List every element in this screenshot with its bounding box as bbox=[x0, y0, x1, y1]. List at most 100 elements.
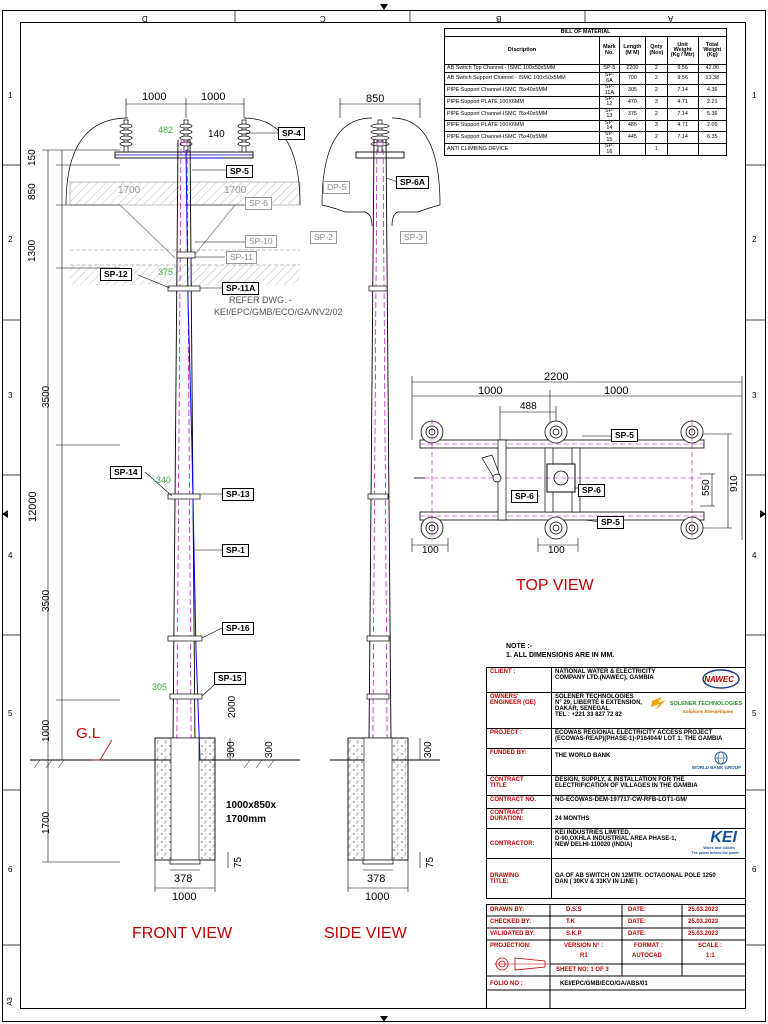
bom-cell: PIPE Support PLATE 100X6MM bbox=[444, 119, 600, 133]
tb-validated-key: VALIDATED BY: bbox=[490, 931, 535, 937]
tb-contract-no-value: NG-ECOWAS-DEM-197717-CW-RFB-LOT1-GM/ bbox=[551, 795, 746, 809]
front-dim-1000: 1000 bbox=[41, 719, 52, 742]
bom-cell: 13.38 bbox=[697, 72, 727, 86]
bom-cell: 445 bbox=[618, 131, 647, 145]
tb-date-3: 25.03.2023 bbox=[688, 931, 719, 937]
tb-contractor-line3: NEW DELHI-110020 (INDIA) bbox=[555, 842, 633, 848]
bom-cell: 3 bbox=[645, 119, 668, 133]
tb-contract-no-key: CONTRACT NO. bbox=[486, 795, 552, 809]
tb-funded-value: THE WORLD BANK WORLD BANK GROUP bbox=[551, 748, 746, 776]
tb-client-value: NATIONAL WATER & ELECTRICITY COMPANY LTD… bbox=[551, 667, 746, 693]
bom-cell bbox=[618, 143, 647, 157]
tb-dt-line2: DAN ( 30KV & 33KV IN LINE ) bbox=[555, 878, 638, 885]
bom-cell: PIPE Support Channel-ISMC 75x40x5MM bbox=[444, 107, 600, 121]
foundation-size-2: 1700mm bbox=[226, 814, 267, 825]
note-head: NOTE :- bbox=[506, 643, 533, 650]
top-dim-100-mid: 100 bbox=[548, 545, 565, 556]
label-sp10-ghost: SP-10 bbox=[245, 235, 277, 249]
bom-header-description: Discription bbox=[444, 36, 600, 66]
bom-cell: SP-11A bbox=[599, 84, 620, 97]
tb-ct-key1: CONTRACT bbox=[490, 777, 524, 783]
front-dim-3500a: 3500 bbox=[41, 385, 52, 408]
top-view-caption: TOP VIEW bbox=[516, 577, 594, 594]
side-dim-1000: 1000 bbox=[365, 891, 390, 903]
tb-project-line1: ECOWAS REGIONAL ELECTRICITY ACCESS PROJE… bbox=[555, 730, 713, 736]
bom-cell: 7.14 bbox=[666, 131, 699, 145]
tb-project-key: PROJECT : bbox=[486, 728, 552, 749]
refer-dwg-1: REFER DWG. - bbox=[229, 295, 292, 305]
row-num-3: 3 bbox=[8, 391, 13, 400]
bom-cell: 2200 bbox=[618, 64, 647, 74]
front-dim-1700: 1700 bbox=[41, 811, 52, 834]
label-sp6a: SP-6A bbox=[396, 176, 430, 190]
label-sp4: SP-4 bbox=[278, 127, 305, 141]
label-sp11a: SP-11A bbox=[222, 282, 260, 296]
label-sp13: SP-13 bbox=[222, 488, 254, 502]
solener-tagline: Solutions Energétiques bbox=[682, 709, 733, 714]
tb-checked-value: T.K bbox=[566, 919, 575, 925]
tb-scale-value: 1:1 bbox=[706, 953, 715, 959]
bom-header-unit-weight: Unit Weight (Kg / Mtr) bbox=[666, 36, 699, 66]
row-num-r2: 2 bbox=[752, 235, 757, 244]
bom-cell: SP-13 bbox=[599, 107, 620, 121]
bom-cell: 470 bbox=[618, 96, 647, 109]
side-dim-850: 850 bbox=[366, 93, 385, 105]
world-bank-logo: WORLD BANK GROUP bbox=[692, 765, 741, 770]
front-dim-300a: 300 bbox=[226, 741, 237, 758]
bom-cell: 700 bbox=[618, 72, 647, 86]
top-dim-100-left: 100 bbox=[422, 545, 439, 556]
tb-cd-key2: DURATION: bbox=[490, 816, 524, 822]
bom-cell: 4.71 bbox=[666, 119, 699, 133]
bom-cell bbox=[666, 143, 699, 157]
side-dim-378: 378 bbox=[367, 873, 386, 885]
bom-cell: 305 bbox=[618, 84, 647, 97]
kei-logo: KEI bbox=[710, 829, 737, 846]
tb-client-key: CLIENT : bbox=[486, 667, 552, 693]
bom-cell: SP-12 bbox=[599, 96, 620, 109]
tb-scale-key: SCALE : bbox=[698, 943, 722, 949]
row-num-r3: 3 bbox=[752, 391, 757, 400]
bom-cell: 9.56 bbox=[666, 64, 699, 74]
tb-date-1: 25.03.2023 bbox=[688, 907, 719, 913]
bom-cell: 1 bbox=[645, 143, 668, 157]
bom-title: BILL OF MATERIAL bbox=[444, 27, 727, 38]
bom-cell: SP-15 bbox=[599, 131, 620, 145]
bom-cell: 5.36 bbox=[697, 107, 727, 121]
label-dp5-ghost: DP-5 bbox=[323, 181, 351, 195]
label-sp11-ghost: SP-11 bbox=[226, 251, 257, 265]
row-num-1: 1 bbox=[8, 91, 13, 100]
label-sp6-ghost: SP-6 bbox=[245, 197, 272, 211]
bom-row: AB Switch Support Channel - ISMC 100x50x… bbox=[444, 72, 727, 86]
bom-cell: 7.14 bbox=[666, 84, 699, 97]
tb-folio-value: KEI/EPC/GMB/ECO/GA/ABS/01 bbox=[560, 981, 648, 987]
front-dim-1700-left: 1700 bbox=[118, 185, 141, 196]
tb-date-key-1: DATE: bbox=[628, 907, 646, 913]
row-num-r5: 5 bbox=[752, 709, 757, 718]
kei-tagline: The power behind the power bbox=[691, 851, 739, 855]
front-view-caption: FRONT VIEW bbox=[132, 925, 233, 942]
tb-contract-title-key: CONTRACT TITLE bbox=[486, 775, 552, 796]
front-green-305: 305 bbox=[152, 682, 168, 692]
tb-folio-key: FOLIO NO : bbox=[490, 981, 523, 987]
top-label-sp6-right: SP-6 bbox=[578, 484, 605, 498]
note-line-1: 1. ALL DIMENSIONS ARE IN MM. bbox=[506, 652, 615, 659]
front-dim-378: 378 bbox=[174, 873, 193, 885]
bom-cell: 2 bbox=[645, 72, 668, 86]
tb-dt-key1: DRAWING bbox=[490, 872, 519, 879]
front-dim-140: 140 bbox=[208, 129, 225, 140]
top-dim-1000-right: 1000 bbox=[604, 385, 629, 397]
tb-client-line1: NATIONAL WATER & ELECTRICITY bbox=[555, 669, 656, 675]
bom-cell: 6.35 bbox=[697, 131, 727, 145]
tb-lower-grid bbox=[486, 904, 746, 1009]
front-dim-1300: 1300 bbox=[27, 239, 38, 262]
tb-format-key: FORMAT : bbox=[634, 943, 663, 949]
bom-cell: SP-14 bbox=[599, 119, 620, 133]
tb-format-value: AUTOCAD bbox=[632, 953, 662, 959]
label-sp14: SP-14 bbox=[110, 466, 142, 480]
tb-drawn-key: DRAWN BY: bbox=[490, 907, 525, 913]
top-label-sp5-lower: SP-5 bbox=[597, 516, 624, 530]
row-num-r1: 1 bbox=[752, 91, 757, 100]
bom-cell: 375 bbox=[618, 107, 647, 121]
